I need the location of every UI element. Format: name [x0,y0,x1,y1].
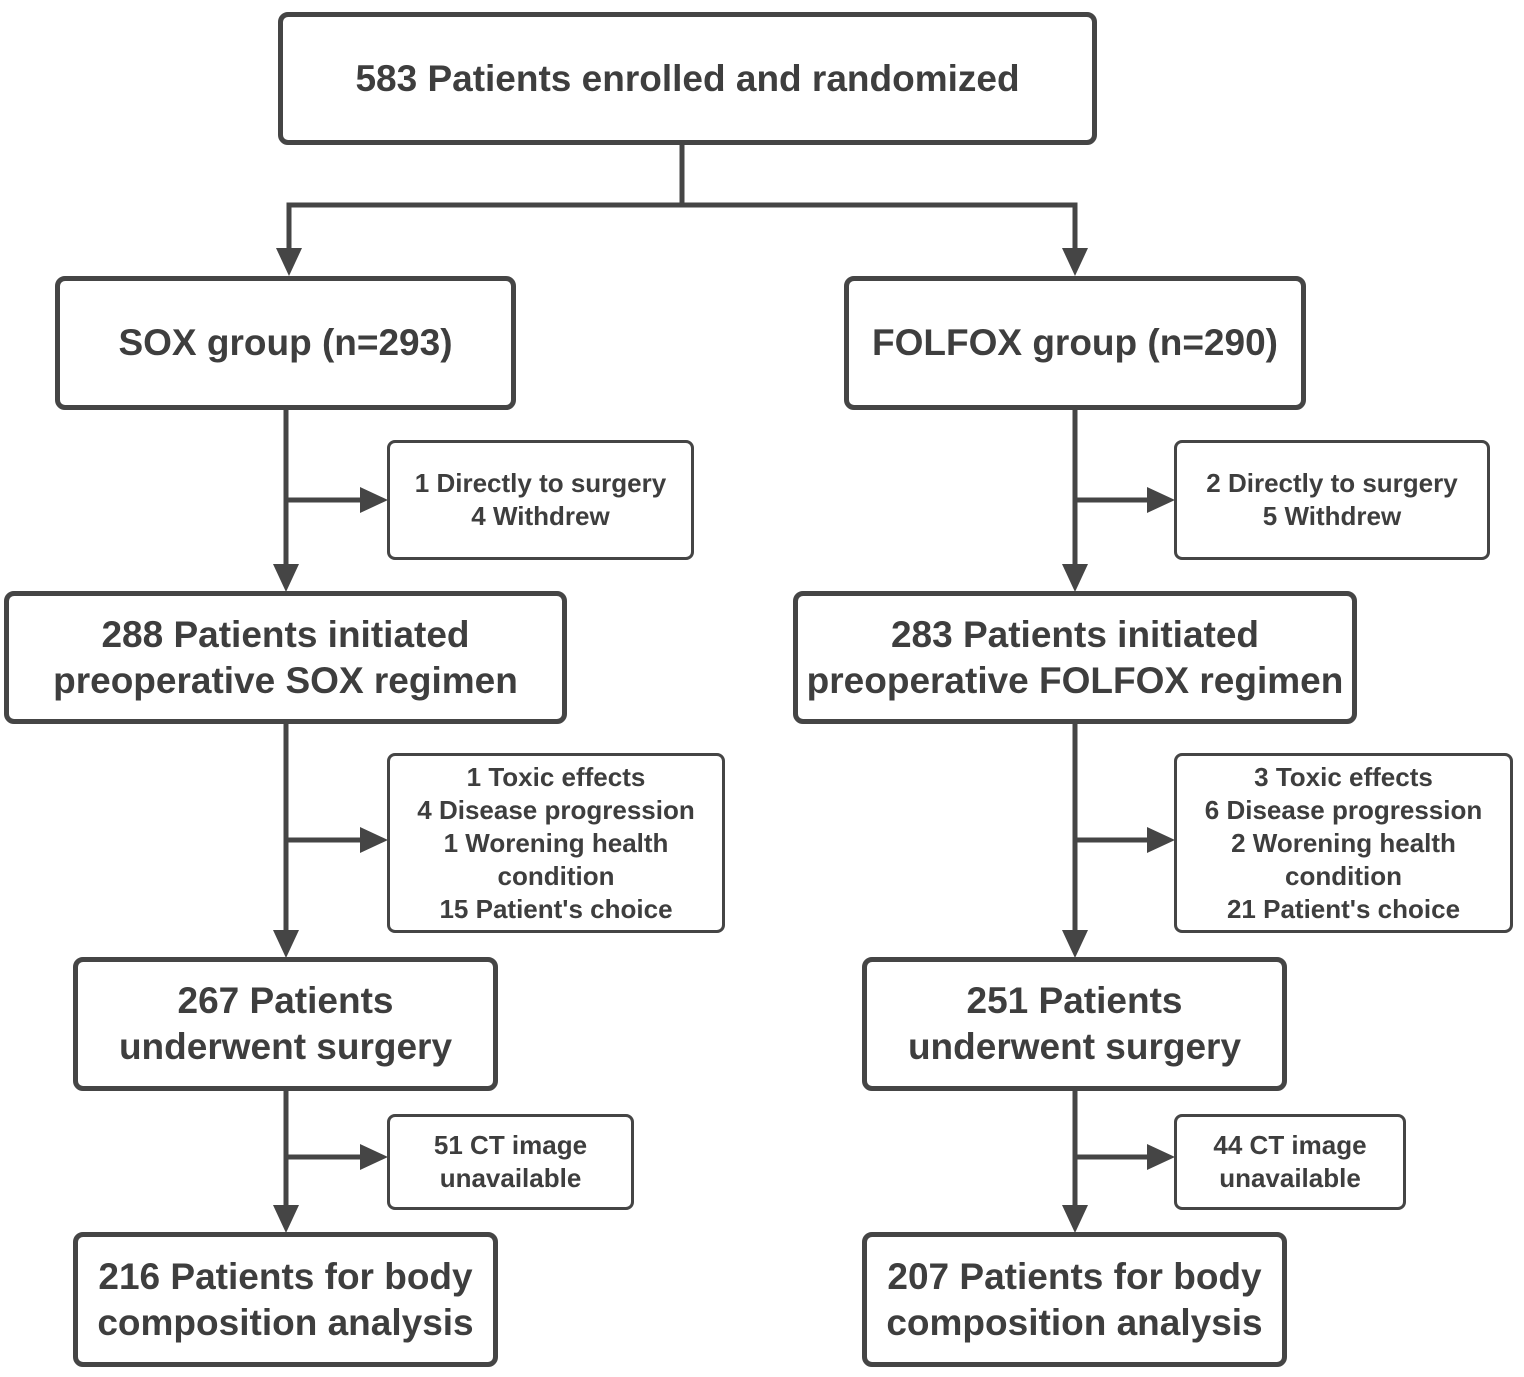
box-text-line: preoperative SOX regimen [53,659,518,701]
arrowhead-down-left-surgery [273,930,299,958]
arrowhead-down-right-analysis [1062,1205,1088,1233]
arrowhead-right-left-exclusion2 [360,827,388,853]
box-text-line: 288 Patients initiated [101,613,470,655]
box-text-line: SOX group (n=293) [118,322,453,363]
box-text-line: 251 Patients [966,980,1183,1021]
box-text-line: 267 Patients [177,980,394,1021]
box-text-line: FOLFOX group (n=290) [872,322,1278,363]
arrowhead-down-left-analysis [273,1205,299,1233]
box-text-line: 4 Disease progression [417,794,695,825]
box-text-line: 216 Patients for body [98,1255,473,1297]
box-text-line: 2 Worening health [1231,827,1456,858]
box-text-line: condition [1285,860,1402,891]
arrowhead-down-left-initiated [273,564,299,592]
arrowhead-right-left-exclusion1 [360,487,388,513]
box-text-line: 1 Directly to surgery [414,468,667,498]
folfox-surgery-box: 251 Patients underwent surgery [862,957,1287,1091]
arrowhead-down-left-group [276,248,302,276]
box-text-line: 5 Withdrew [1262,501,1402,531]
box-text-line: underwent surgery [118,1026,453,1067]
sox-group-box: SOX group (n=293) [55,276,516,410]
box-text-line: composition analysis [97,1301,474,1343]
sox-surgery-box: 267 Patients underwent surgery [73,957,498,1091]
folfox-group-box: FOLFOX group (n=290) [844,276,1306,410]
box-text-line: preoperative FOLFOX regimen [806,659,1344,701]
box-text-line: composition analysis [886,1301,1263,1343]
box-text-line: 15 Patient's choice [439,893,673,924]
box-text-line: 4 Withdrew [471,501,610,531]
arrowhead-down-right-surgery [1062,930,1088,958]
arrowhead-right-right-exclusion3 [1147,1144,1175,1170]
box-text-line: unavailable [439,1163,582,1193]
box-text-line: 1 Toxic effects [466,761,646,792]
box-text-line: 51 CT image [433,1130,588,1160]
box-text-line: 21 Patient's choice [1226,893,1461,924]
box-text-line: 283 Patients initiated [890,613,1260,655]
arrowhead-right-left-exclusion3 [360,1144,388,1170]
box-text-line: 1 Worening health [443,827,669,858]
box-text-line: 6 Disease progression [1204,794,1483,825]
arrowhead-down-right-initiated [1062,564,1088,592]
box-text-line: 207 Patients for body [887,1255,1262,1297]
box-text-line: 2 Directly to surgery [1206,468,1458,498]
arrowhead-right-right-exclusion1 [1147,487,1175,513]
box-text-line: 583 Patients enrolled and randomized [355,57,1020,99]
box-text-line: 44 CT image [1213,1130,1367,1160]
box-text-line: condition [497,860,615,891]
enrollment-box: 583 Patients enrolled and randomized [278,12,1097,145]
box-text-line: underwent surgery [907,1026,1242,1067]
arrowhead-down-right-group [1062,248,1088,276]
box-text-line: 3 Toxic effects [1254,761,1433,792]
box-text-line: unavailable [1219,1163,1361,1193]
arrowhead-right-right-exclusion2 [1147,827,1175,853]
